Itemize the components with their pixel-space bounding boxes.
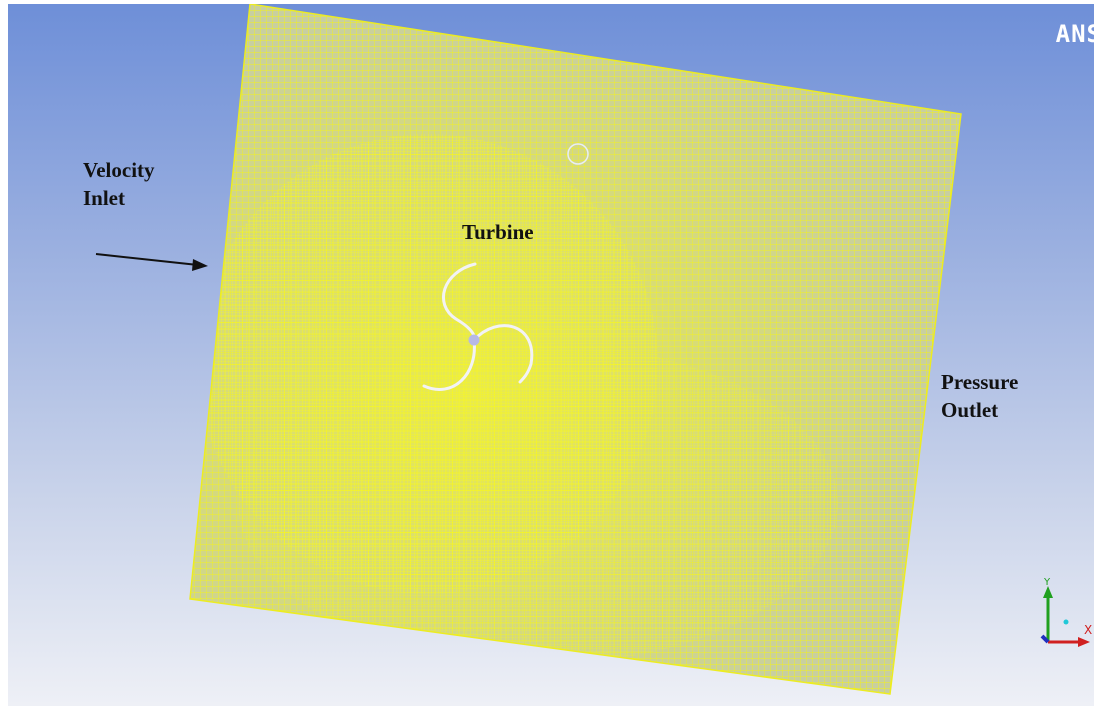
ansys-brand-logo: ANS <box>1055 20 1094 48</box>
axis-triad-icon: Y X <box>1040 577 1092 647</box>
axis-y-label: Y <box>1043 577 1051 588</box>
pressure-outlet-label: Pressure Outlet <box>941 370 1019 423</box>
mesh-canvas <box>95 4 962 695</box>
arrow-icon <box>95 253 208 271</box>
mesh-domain <box>190 4 961 694</box>
velocity-inlet-label: Velocity Inlet <box>83 158 155 211</box>
graphics-viewport[interactable]: Velocity Inlet Turbine Pressure Outlet A… <box>8 4 1094 706</box>
mesh-circle-marker <box>567 143 589 165</box>
turbine-label: Turbine <box>462 220 534 244</box>
turbine-rotor-icon <box>422 262 534 391</box>
axis-x-label: X <box>1084 623 1092 637</box>
